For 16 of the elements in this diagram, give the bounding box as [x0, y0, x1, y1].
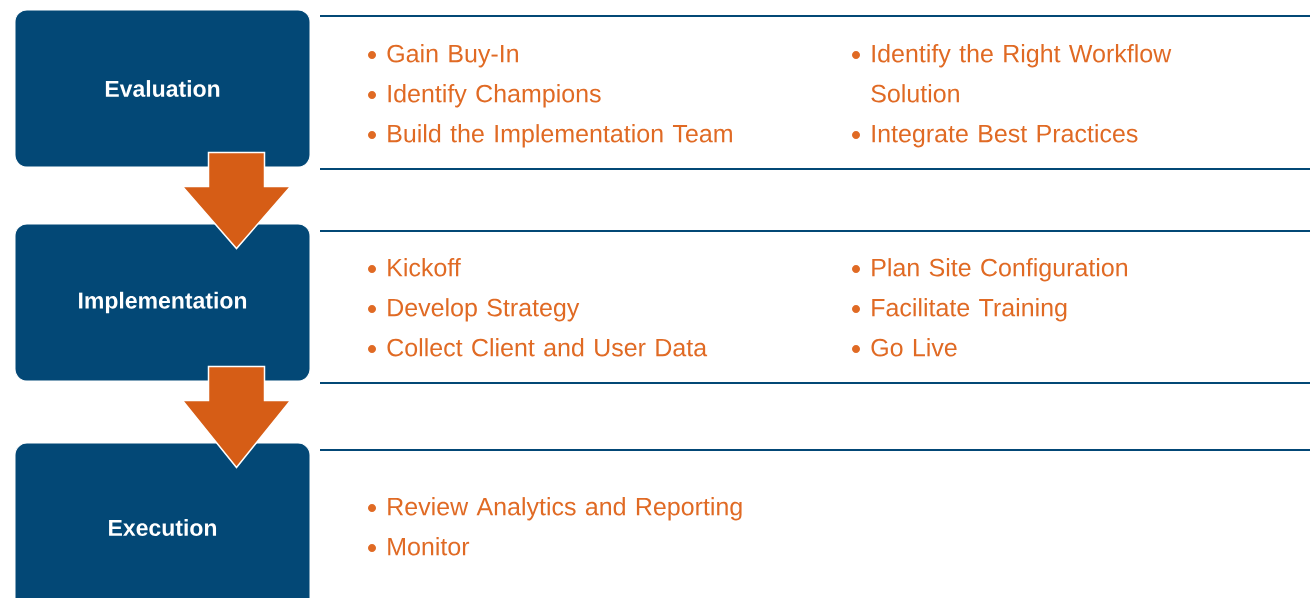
list-item: Plan Site Configuration [852, 258, 1127, 282]
list-item: Monitor [368, 537, 470, 556]
list-item: Develop Strategy [368, 298, 580, 322]
list-item: Identify the Right Workflow Solution [852, 44, 1172, 103]
list-item: Review Analytics and Reporting [368, 497, 742, 521]
list-item: Facilitate Training [852, 298, 1067, 322]
list-item: Kickoff [368, 258, 461, 277]
list-item: Identify Champions [368, 84, 601, 108]
stage-box: Evaluation [14, 9, 311, 168]
list-item: Build the Implementation Team [368, 124, 732, 148]
list-item: Gain Buy-In [368, 44, 518, 68]
list-item: Integrate Best Practices [852, 124, 1138, 148]
list-item: Collect Client and User Data [368, 338, 708, 357]
list-item: Go Live [852, 338, 957, 357]
stage-box: Implementation [14, 223, 311, 382]
stage-box: Execution [14, 442, 311, 598]
